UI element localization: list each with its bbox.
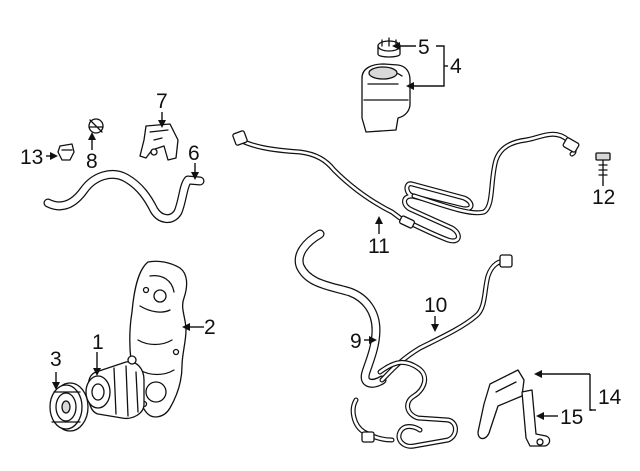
bolt-part-12[interactable] — [595, 152, 611, 181]
reservoir[interactable] — [361, 63, 411, 133]
fitting-part-13[interactable] — [57, 143, 75, 161]
callout-11: 11 — [368, 235, 390, 258]
callout-13: 13 — [20, 146, 43, 169]
callout-10: 10 — [424, 294, 447, 317]
callout-12: 12 — [592, 186, 615, 209]
hose-part-6[interactable] — [43, 170, 205, 223]
pulley-part-3[interactable] — [49, 382, 89, 432]
line-part-11[interactable] — [232, 130, 580, 244]
callout-1: 1 — [92, 331, 104, 354]
reservoir-cap[interactable] — [377, 37, 401, 58]
clamp-part-8[interactable] — [88, 118, 104, 134]
callout-14: 14 — [598, 386, 622, 409]
callout-5: 5 — [418, 36, 430, 59]
callout-2: 2 — [204, 316, 216, 339]
callout-8: 8 — [86, 150, 98, 173]
pump-part-1[interactable] — [85, 355, 145, 420]
callout-3: 3 — [50, 348, 62, 371]
callout-leaders — [46, 42, 604, 420]
callout-6: 6 — [188, 142, 200, 165]
callout-15: 15 — [560, 406, 583, 429]
callout-4: 4 — [450, 55, 462, 78]
hose-part-9[interactable] — [294, 229, 387, 388]
line-part-10[interactable] — [350, 254, 513, 449]
callout-7: 7 — [156, 90, 168, 113]
callout-9: 9 — [350, 330, 362, 353]
bracket-part-7[interactable] — [139, 123, 179, 161]
bracket-part-14[interactable] — [477, 369, 551, 447]
callout-labels: 1 2 3 4 5 6 7 8 9 10 11 12 13 14 15 — [20, 36, 622, 429]
